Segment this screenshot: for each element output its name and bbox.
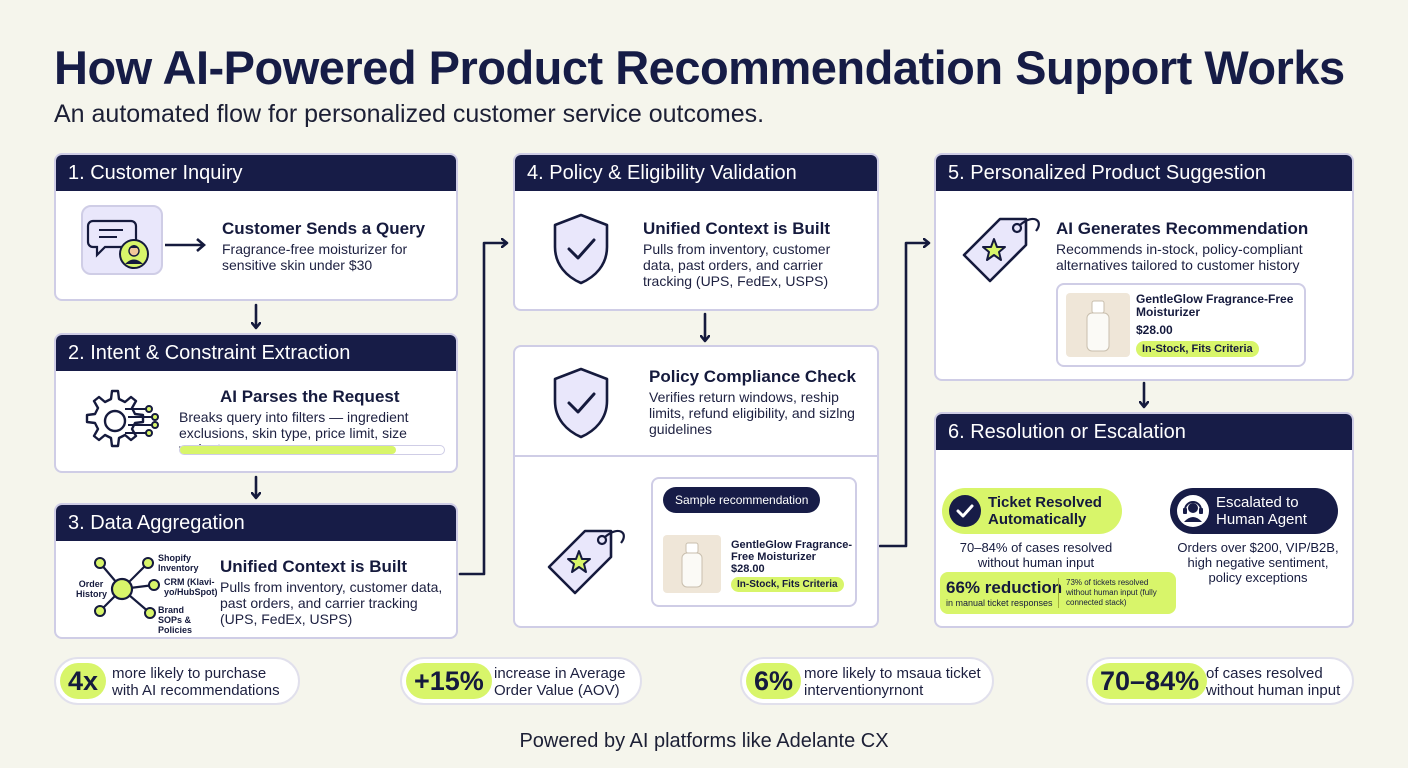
recommended-product-image [1066,293,1130,357]
ticket-resolved-label: Ticket Resolved Automatically [988,494,1118,528]
sample-product-badge: In-Stock, Fits Criteria [731,577,844,592]
stat-value: 4x [60,663,106,699]
step-1-header: 1. Customer Inquiry [56,155,456,191]
policy-check-body: Verifies return windows, reship limits, … [649,389,863,437]
sample-recommendation-label: Sample recommendation [663,487,820,513]
shield-check-icon [549,365,613,441]
footer-credit: Powered by AI platforms like Adelante CX [0,730,1408,753]
stat-value: 6% [746,663,801,699]
recommended-product-badge: In-Stock, Fits Criteria [1136,341,1259,357]
reduction-box: 66% reduction in manual ticket responses… [940,572,1176,614]
stat-value: +15% [406,663,492,699]
node-brand-label: Brand SOPs & Policies [158,605,206,635]
sample-product-name: GentleGlow Fragrance-Free Moisturizer [731,539,853,563]
step-5-card: 5. Personalized Product Suggestion AI Ge… [934,153,1354,381]
stat-cases-resolved: 70–84% of cases resolved without human i… [1086,657,1354,705]
step-5-header: 5. Personalized Product Suggestion [936,155,1352,191]
stat-text: more likely to purchase with AI recommen… [112,665,292,699]
escalated-pill: Escalated to Human Agent [1170,488,1338,534]
step-6-header: 6. Resolution or Escalation [936,414,1352,450]
arrow-right-icon [163,238,207,252]
escalated-label: Escalated to Human Agent [1216,494,1334,528]
price-tag-star-icon [956,211,1046,291]
parse-progress-bar [179,445,445,455]
stat-value: 70–84% [1092,663,1207,699]
step-5-title: AI Generates Recommendation [1056,219,1308,239]
stat-text: more likely to msaua ticket intervention… [804,665,992,699]
stat-text: of cases resolved without human input [1206,665,1352,699]
recommended-product-price: $28.00 [1136,323,1173,337]
reduction-value: 66% reduction [946,578,1062,598]
ticket-resolved-body: 70–84% of cases resolved without human i… [946,540,1126,570]
policy-check-title: Policy Compliance Check [649,367,856,387]
stat-text: increase in Average Order Value (AOV) [494,665,640,699]
sample-product-price: $28.00 [731,563,765,575]
step-4-header: 4. Policy & Eligibility Validation [515,155,877,191]
parse-progress-fill [180,446,396,454]
step-4-card: 4. Policy & Eligibility Validation Unifi… [513,153,879,311]
policy-check-card: Policy Compliance Check Verifies return … [513,345,879,628]
node-order-label: Order History [76,579,106,599]
sample-product-image [663,535,721,593]
price-tag-star-icon [541,523,631,603]
step-2-card: 2. Intent & Constraint Extraction AI Par… [54,333,458,473]
node-shopify-label: Shopify Inventory [158,553,208,573]
sample-recommendation-card: Sample recommendation GentleGlow Fragran… [651,477,857,607]
step-1-body: Fragrance-free moisturizer for sensitive… [222,241,440,273]
step-4-title: Unified Context is Built [643,219,830,239]
step-5-body: Recommends in-stock, policy-compliant al… [1056,241,1326,273]
check-circle-icon [948,494,982,528]
ticket-resolved-pill: Ticket Resolved Automatically [942,488,1122,534]
step-3-body: Pulls from inventory, customer data, pas… [220,579,454,627]
shield-check-icon [549,211,613,287]
ai-gear-icon [80,381,160,461]
stat-purchase-likelihood: 4x more likely to purchase with AI recom… [54,657,300,705]
step-6-card: 6. Resolution or Escalation Ticket Resol… [934,412,1354,628]
headset-agent-icon [1176,494,1210,528]
step-4-body: Pulls from inventory, customer data, pas… [643,241,863,289]
moisturizer-bottle-icon [663,535,721,593]
recommended-product-card: GentleGlow Fragrance-Free Moisturizer $2… [1056,283,1306,367]
step-2-header: 2. Intent & Constraint Extraction [56,335,456,371]
recommended-product-name: GentleGlow Fragrance-Free Moisturizer [1136,293,1302,319]
step-3-header: 3. Data Aggregation [56,505,456,541]
reduction-caption: in manual ticket responses [946,598,1053,608]
step-1-card: 1. Customer Inquiry Customer Sends a Que… [54,153,458,301]
escalated-body: Orders over $200, VIP/B2B, high negative… [1172,540,1344,585]
step-3-card: 3. Data Aggregation Shopify Inventory Or… [54,503,458,639]
stat-ticket-intervention: 6% more likely to msaua ticket intervent… [740,657,994,705]
chat-illustration [81,205,163,275]
user-avatar-icon [119,239,149,269]
reduction-note: 73% of tickets resolved without human in… [1066,578,1174,608]
moisturizer-bottle-icon [1066,293,1130,357]
step-3-title: Unified Context is Built [220,557,407,577]
reduction-divider [1058,578,1059,608]
node-crm-label: CRM (Klavi-yo/HubSpot) [164,577,224,597]
step-1-title: Customer Sends a Query [222,219,425,239]
stat-aov-increase: +15% increase in Average Order Value (AO… [400,657,642,705]
step-2-title: AI Parses the Request [220,387,400,407]
